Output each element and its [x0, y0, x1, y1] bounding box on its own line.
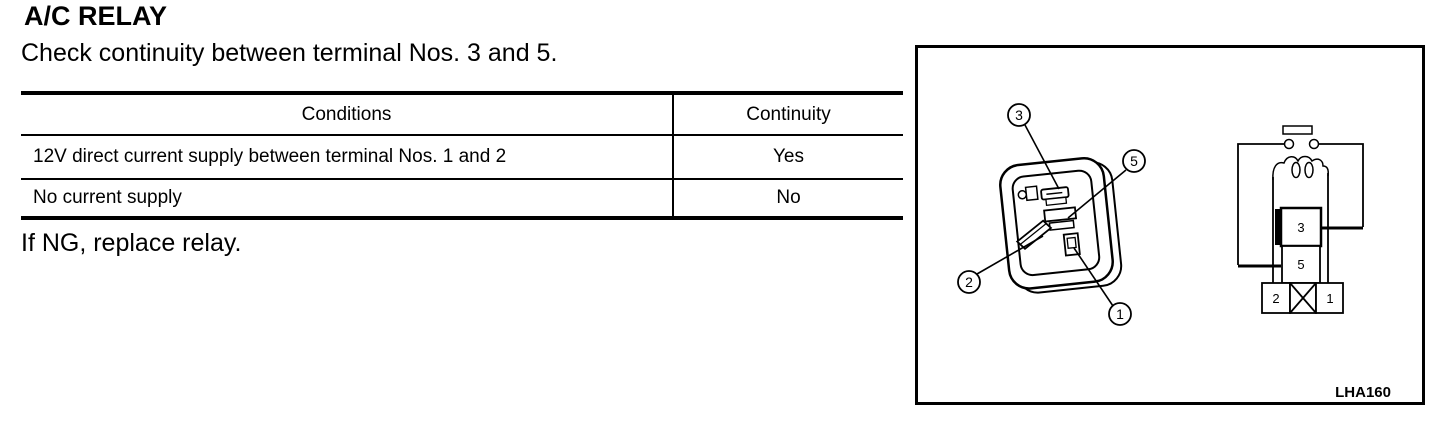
- schematic-crossed-box: [1289, 282, 1317, 314]
- schematic-contact-right: [1308, 138, 1320, 150]
- callout-circle-3: [1007, 103, 1031, 127]
- instruction-text: Check continuity between terminal Nos. 3…: [21, 39, 558, 67]
- schematic-terminal-5-label: 5: [1297, 257, 1304, 272]
- table-header-row: Conditions Continuity: [21, 93, 903, 135]
- callout-circle-1: [1108, 302, 1132, 326]
- schematic-terminal-3-box: [1279, 206, 1323, 248]
- callout-circle-2: [957, 270, 981, 294]
- relay-isometric-drawing: [999, 156, 1123, 294]
- figure-code: LHA160: [1335, 384, 1391, 401]
- schematic-fixed-contact-bar: [1275, 209, 1282, 245]
- schematic-terminal-2-label: 2: [1272, 291, 1279, 306]
- continuity-table: Conditions Continuity 12V direct current…: [21, 91, 903, 220]
- schematic-wire-left: [1237, 143, 1284, 265]
- schematic-armature-bar: [1282, 125, 1313, 135]
- callout-circle-5: [1122, 149, 1146, 173]
- callout-leader-lines: [976, 124, 1127, 307]
- schematic-coil: [1272, 155, 1329, 181]
- relay-figure-drawing: 3 5 2 1: [915, 45, 1425, 405]
- column-header-continuity: Continuity: [672, 93, 903, 135]
- column-header-conditions: Conditions: [301, 103, 392, 125]
- relay-terminal-2: [1015, 219, 1053, 250]
- leader-line-2: [976, 235, 1044, 275]
- page-title: A/C RELAY: [24, 1, 168, 31]
- table-row: 12V direct current supply between termin…: [21, 135, 903, 179]
- schematic-terminal-1-box: [1315, 282, 1344, 314]
- relay-latch-knob: [1017, 190, 1028, 200]
- schematic-terminal-3-label: 3: [1297, 220, 1304, 235]
- callouts: [957, 103, 1146, 326]
- table-row: No current supply No: [21, 179, 903, 218]
- leader-line-3: [1024, 124, 1060, 190]
- continuity-cell: No: [672, 179, 903, 218]
- callout-numbers: 3 5 2 1: [965, 107, 1138, 322]
- schematic-contact-left: [1283, 138, 1295, 150]
- note-text: If NG, replace relay.: [21, 229, 242, 257]
- leader-line-5: [1067, 169, 1127, 219]
- callout-number-2: 2: [965, 274, 973, 290]
- continuity-cell: Yes: [672, 135, 903, 179]
- relay-terminal-3: [1040, 186, 1070, 206]
- schematic-wire-right: [1319, 143, 1364, 227]
- schematic-terminal-5-box: [1281, 245, 1321, 284]
- callout-number-5: 5: [1130, 153, 1138, 169]
- figure-border: [915, 45, 1425, 405]
- schematic-terminal-numbers: 3 5 2 1: [1272, 220, 1333, 306]
- condition-cell: 12V direct current supply between termin…: [33, 146, 507, 167]
- callout-number-1: 1: [1116, 306, 1124, 322]
- leader-line-1: [1073, 247, 1114, 307]
- callout-number-3: 3: [1015, 107, 1023, 123]
- schematic-terminal-1-label: 1: [1326, 291, 1333, 306]
- relay-latch: [1024, 185, 1039, 202]
- condition-cell: No current supply: [33, 187, 182, 208]
- relay-circuit-schematic: 3 5 2 1: [1237, 125, 1364, 314]
- relay-figure: 3 5 2 1: [915, 45, 1425, 405]
